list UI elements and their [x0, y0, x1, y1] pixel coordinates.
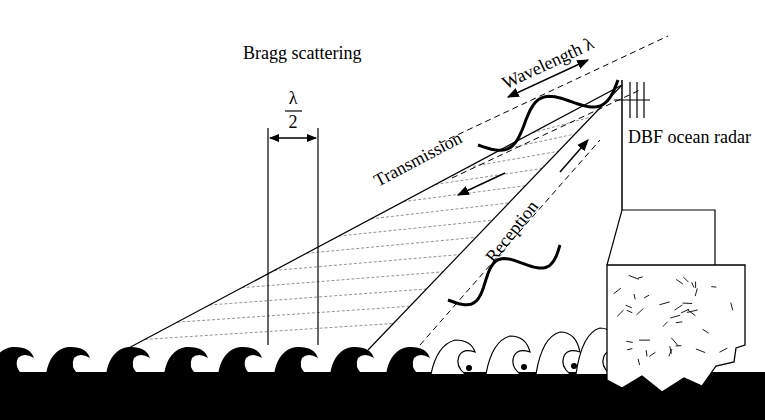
rock-stroke: [671, 338, 678, 346]
rock-stroke: [663, 322, 668, 327]
rock-stroke: [649, 352, 655, 356]
rock-stroke: [637, 308, 644, 314]
rock-stroke: [626, 305, 632, 308]
antenna-element: [636, 82, 637, 118]
foam: [521, 364, 527, 370]
guide-line: [452, 90, 640, 178]
foam: [466, 365, 472, 371]
rock-stroke: [687, 310, 698, 313]
wave-crest: [274, 347, 318, 374]
rock-stroke: [639, 340, 650, 341]
wave-crest: [218, 347, 262, 374]
rock-stroke: [627, 310, 633, 313]
hatch-line: [274, 255, 459, 271]
cliff-texture: [614, 275, 733, 365]
fraction-numerator: λ: [289, 89, 298, 109]
direction-arrow: [560, 140, 588, 172]
wave: [478, 80, 618, 150]
hatch-line: [145, 324, 394, 340]
fraction-denominator: 2: [289, 113, 298, 133]
rock-stroke: [627, 349, 632, 350]
wave-crest: [330, 347, 374, 374]
direction-arrow: [458, 173, 505, 195]
bragg-marker: [267, 128, 268, 345]
rock-stroke: [614, 288, 621, 294]
radar-bracket: [607, 210, 715, 265]
rock-stroke: [674, 305, 682, 310]
rock-stroke: [683, 303, 693, 304]
rock-stroke: [683, 277, 688, 282]
rock-stroke: [695, 282, 696, 288]
rock-stroke: [670, 315, 680, 318]
half-wavelength-arrow: [270, 137, 316, 138]
wavelength-label: Wavelength λ: [499, 34, 597, 94]
rock-stroke: [669, 349, 672, 356]
hatch-line: [177, 306, 410, 322]
rock-stroke: [638, 277, 643, 278]
wave-crest: [106, 347, 150, 374]
rock-stroke: [676, 279, 683, 283]
antenna-element: [643, 82, 644, 118]
hatch-line: [371, 203, 509, 219]
fraction-bar: [285, 110, 302, 111]
rock-stroke: [711, 286, 716, 287]
beam-hatching: [145, 117, 592, 340]
foam: [571, 363, 577, 369]
antenna-element: [629, 82, 630, 118]
rock-stroke: [731, 303, 733, 311]
wave-crest: [164, 347, 208, 374]
rock-stroke: [638, 359, 639, 365]
rock-stroke: [695, 288, 697, 296]
breaking-waves: [0, 328, 620, 374]
hatch-line: [339, 220, 493, 236]
rock-stroke: [617, 310, 623, 316]
wave-crest: [386, 347, 430, 374]
rock-stroke: [692, 282, 694, 287]
hatch-line: [403, 186, 525, 202]
wave-crest: [536, 332, 580, 374]
beam-edge: [125, 85, 622, 350]
rock-stroke: [634, 294, 635, 299]
bragg-label: Bragg scattering: [243, 44, 361, 64]
rock-stroke: [720, 348, 728, 352]
rock-stroke: [646, 350, 648, 356]
rock-stroke: [629, 275, 639, 279]
wave-crest: [0, 347, 34, 374]
wave-crest: [46, 347, 90, 374]
wave-crest: [431, 340, 475, 374]
wave-crest: [486, 336, 530, 374]
rock-stroke: [703, 329, 709, 333]
rock-stroke: [660, 302, 670, 305]
bragg-marker: [317, 128, 318, 345]
rock-stroke: [644, 295, 649, 298]
radar-label: DBF ocean radar: [626, 128, 753, 148]
rock-stroke: [676, 321, 682, 323]
rock-stroke: [696, 349, 705, 353]
rock-stroke: [626, 341, 632, 342]
reception-label: Reception: [482, 197, 543, 267]
cliff: [607, 265, 745, 392]
beam-edge: [368, 85, 622, 350]
rock-stroke: [676, 345, 682, 346]
guide-line: [420, 140, 600, 345]
hatch-line: [242, 272, 443, 288]
hatch-line: [533, 117, 592, 133]
